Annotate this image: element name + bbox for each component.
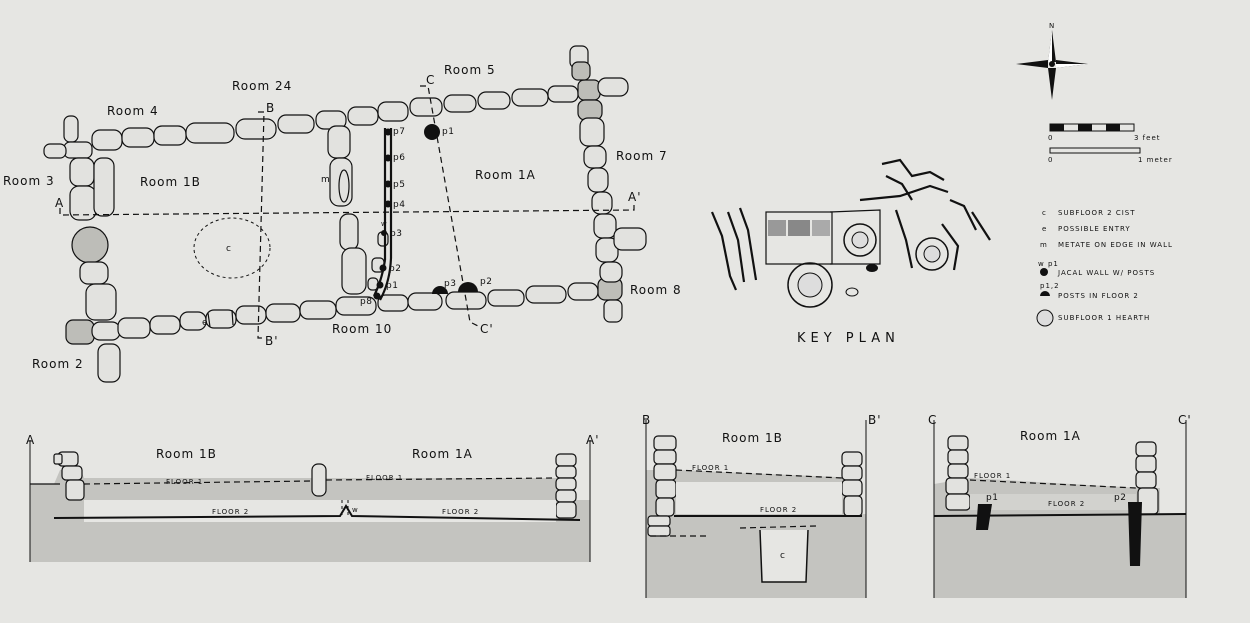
section-cc-post-p1: p1 xyxy=(986,493,998,503)
section-marker-c: C xyxy=(426,73,435,87)
legend-text-jacal: JACAL WALL W/ POSTS xyxy=(1057,269,1155,277)
floor2-post-label-p1: p1 xyxy=(442,127,454,137)
room-label-1a: Room 1A xyxy=(475,168,536,182)
hearth-icon xyxy=(1036,309,1054,327)
section-aa-room-1a: Room 1A xyxy=(412,447,473,461)
room-label-24: Room 24 xyxy=(232,79,292,93)
section-marker-b: B xyxy=(266,101,275,115)
section-bb-left-marker: B xyxy=(642,413,651,427)
legend-symbol-metate: m xyxy=(1040,241,1048,249)
legend-symbol-jacal: w p1 xyxy=(1038,260,1059,268)
room-label-8: Room 8 xyxy=(630,283,682,297)
scale-feet-label: 3 feet xyxy=(1134,134,1161,142)
west-wall xyxy=(43,115,121,383)
section-bb-floor1: FLOOR 1 xyxy=(692,464,729,472)
east-wall xyxy=(577,99,647,283)
north-wall xyxy=(91,45,629,151)
legend-text-posts: POSTS IN FLOOR 2 xyxy=(1058,292,1139,300)
section-bb-right-marker: B' xyxy=(868,413,882,427)
section-aa-left-marker: A xyxy=(26,433,35,447)
scale-zero-feet: 0 xyxy=(1048,134,1053,142)
post-label-p3: p3 xyxy=(390,229,402,239)
section-marker-b-prime: B' xyxy=(265,334,279,348)
section-aa-jacal-label: w xyxy=(352,506,359,514)
jacal-post-icon xyxy=(1040,268,1048,276)
section-aa-floor2-right: FLOOR 2 xyxy=(442,508,479,516)
section-aa-room-1b: Room 1B xyxy=(156,447,217,461)
partition-wall xyxy=(327,125,393,301)
section-cc xyxy=(933,420,1187,598)
post-labels: p7 p6 p5 p4 p3 p2 p1 p8 p1 p3 p2 m w e xyxy=(202,127,492,328)
room-label-7: Room 7 xyxy=(616,149,668,163)
post-label-p4: p4 xyxy=(393,200,405,210)
post-label-p2: p2 xyxy=(389,264,401,274)
legend-text-cist: SUBFLOOR 2 CIST xyxy=(1058,209,1136,217)
section-marker-a-prime: A' xyxy=(628,190,642,204)
section-marker-c-prime: C' xyxy=(480,322,494,336)
legend-symbol-cist: c xyxy=(1042,209,1047,217)
legend-symbol-entry: e xyxy=(1042,225,1047,233)
section-aa xyxy=(29,440,591,562)
cist-label: c xyxy=(226,244,231,254)
north-label: N xyxy=(1049,22,1055,30)
subfloor-cist-outline xyxy=(193,217,271,279)
section-cc-left-marker: C xyxy=(928,413,937,427)
post-label-p8: p8 xyxy=(360,297,372,307)
room-label-1b: Room 1B xyxy=(140,175,201,189)
section-lines xyxy=(59,85,635,339)
legend-text-entry: POSSIBLE ENTRY xyxy=(1058,225,1131,233)
north-arrow-icon xyxy=(1016,30,1088,100)
scale-meter-label: 1 meter xyxy=(1138,156,1173,164)
floor-post-icon xyxy=(1040,291,1050,296)
legend-text-hearth: SUBFLOOR 1 HEARTH xyxy=(1058,314,1150,322)
section-cc-floor2: FLOOR 2 xyxy=(1048,500,1085,508)
section-cc-post-p2: p2 xyxy=(1114,493,1126,503)
section-aa-right-marker: A' xyxy=(586,433,600,447)
jacal-posts xyxy=(373,124,478,300)
section-aa-floor1-left: FLOOR 1 xyxy=(166,478,203,486)
key-plan-drawing xyxy=(710,158,991,308)
scale-zero-meter: 0 xyxy=(1048,156,1053,164)
key-plan-title: KEY PLAN xyxy=(797,331,900,346)
legend-symbol-posts: p1,2 xyxy=(1040,282,1060,290)
floor2-post-label-p3: p3 xyxy=(444,279,456,289)
post-label-p5: p5 xyxy=(393,180,405,190)
post-label-p6: p6 xyxy=(393,153,405,163)
section-bb-floor2: FLOOR 2 xyxy=(760,506,797,514)
section-bb-room-1b: Room 1B xyxy=(722,431,783,445)
section-aa-floor2-left: FLOOR 2 xyxy=(212,508,249,516)
scale-bars xyxy=(1049,123,1141,154)
section-bb-cist-label: c xyxy=(780,551,785,561)
floor2-post-label-p2: p2 xyxy=(480,277,492,287)
section-aa-floor1-right: FLOOR 1 xyxy=(366,474,403,482)
entry-label: e xyxy=(202,318,208,328)
section-bb xyxy=(645,420,867,598)
south-wall xyxy=(91,277,623,341)
room-label-10: Room 10 xyxy=(332,322,392,336)
site-plan: p7 p6 p5 p4 p3 p2 p1 p8 p1 p3 p2 m w e c… xyxy=(3,45,682,383)
room-label-2: Room 2 xyxy=(32,357,84,371)
section-marker-a: A xyxy=(55,196,64,210)
legend: c SUBFLOOR 2 CIST e POSSIBLE ENTRY m MET… xyxy=(1036,209,1173,327)
legend-text-metate: METATE ON EDGE IN WALL xyxy=(1058,241,1173,249)
post-label-p7: p7 xyxy=(393,127,405,137)
section-cc-floor1: FLOOR 1 xyxy=(974,472,1011,480)
metate-label: m xyxy=(321,175,330,185)
room-label-4: Room 4 xyxy=(107,104,159,118)
section-cc-right-marker: C' xyxy=(1178,413,1192,427)
jacal-wall-label: w xyxy=(381,220,388,228)
room-label-5: Room 5 xyxy=(444,63,496,77)
post-label-p1: p1 xyxy=(386,281,398,291)
room-label-3: Room 3 xyxy=(3,174,55,188)
section-cc-room-1a: Room 1A xyxy=(1020,429,1081,443)
